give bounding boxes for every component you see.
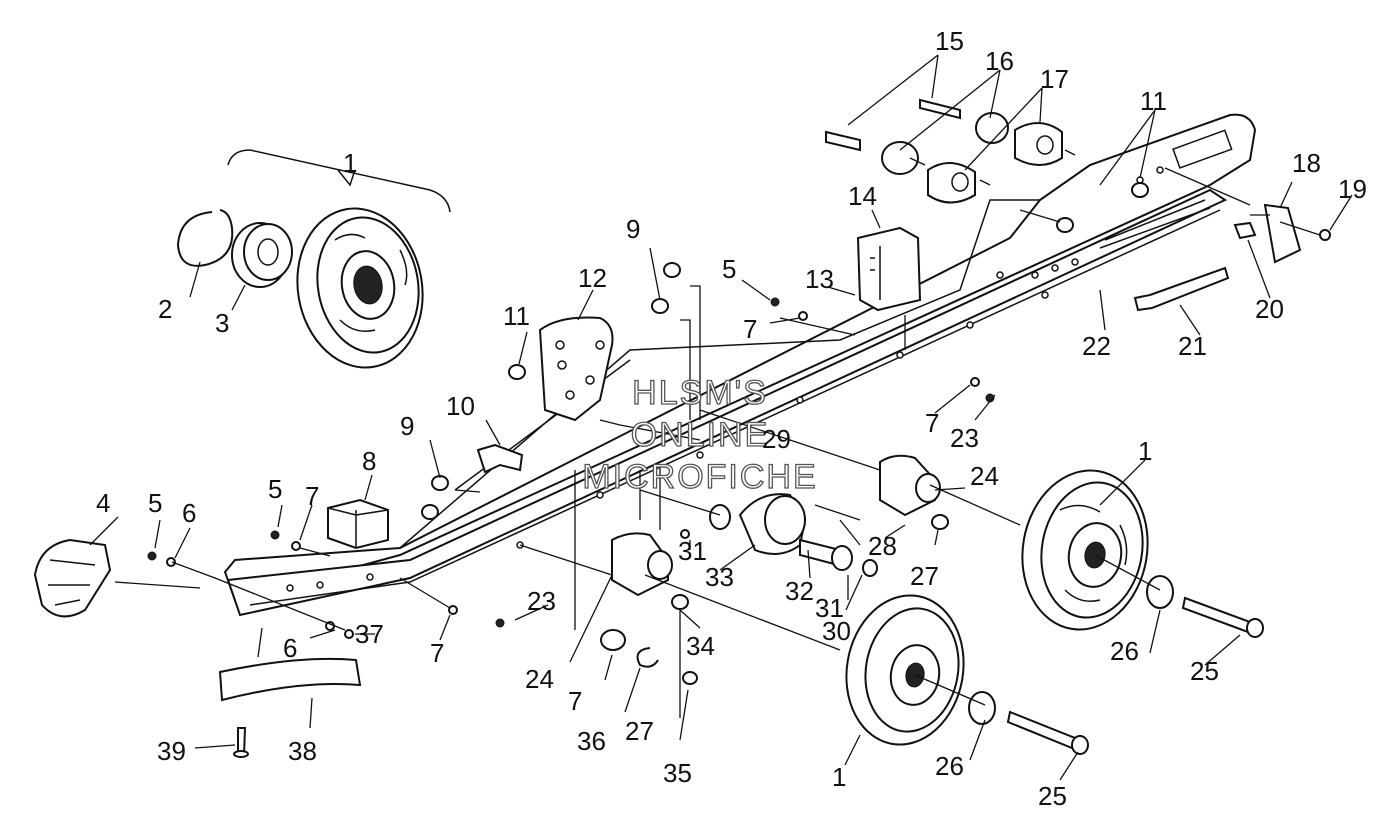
shock-mount-left <box>611 532 673 597</box>
callout-5: 5 <box>148 488 162 518</box>
callout-35: 35 <box>663 758 692 788</box>
watermark: HLSM'S ONLINE MICROFICHE <box>582 373 817 496</box>
callout-26: 26 <box>1110 636 1139 666</box>
callout-25: 25 <box>1038 781 1067 811</box>
callout-36: 36 <box>577 726 606 756</box>
callout-39: 39 <box>157 736 186 766</box>
callout-37: 37 <box>355 619 384 649</box>
idler-wheel-lower-right <box>1021 469 1149 631</box>
callout-26: 26 <box>935 751 964 781</box>
callout-28: 28 <box>868 531 897 561</box>
callout-4: 4 <box>96 488 110 518</box>
mount-bracket <box>538 316 614 422</box>
callout-38: 38 <box>288 736 317 766</box>
callout-34: 34 <box>686 631 715 661</box>
bearing <box>231 222 293 288</box>
callout-1: 1 <box>343 148 357 178</box>
retaining-ring <box>176 209 234 267</box>
callout-2: 2 <box>158 294 172 324</box>
callout-27: 27 <box>625 716 654 746</box>
callout-21: 21 <box>1178 331 1207 361</box>
watermark-line-2: ONLINE <box>631 416 770 454</box>
callout-20: 20 <box>1255 294 1284 324</box>
shock-mount-right <box>879 454 941 517</box>
callout-19: 19 <box>1338 174 1367 204</box>
axle-bolts <box>968 575 1264 755</box>
callout-30: 30 <box>822 616 851 646</box>
rail-holes <box>286 166 1164 592</box>
callout-13: 13 <box>805 264 834 294</box>
callout-9: 9 <box>626 214 640 244</box>
limiter-bracket <box>856 226 922 312</box>
callout-3: 3 <box>215 308 229 338</box>
clip-bracket <box>476 443 524 474</box>
callout-24: 24 <box>525 664 554 694</box>
rear-hardware <box>1133 203 1331 312</box>
callout-18: 18 <box>1292 148 1321 178</box>
rail-tip <box>33 538 112 618</box>
callout-22: 22 <box>1082 331 1111 361</box>
callout-10: 10 <box>446 391 475 421</box>
callout-9: 9 <box>400 411 414 441</box>
callout-24: 24 <box>970 461 999 491</box>
callout-7: 7 <box>430 638 444 668</box>
callout-12: 12 <box>578 263 607 293</box>
callout-7: 7 <box>925 408 939 438</box>
callout-32: 32 <box>785 576 814 606</box>
callout-27: 27 <box>910 561 939 591</box>
callout-17: 17 <box>1040 64 1069 94</box>
callout-8: 8 <box>362 446 376 476</box>
callout-23: 23 <box>527 586 556 616</box>
callout-31: 31 <box>678 536 707 566</box>
callout-1: 1 <box>1138 436 1152 466</box>
callout-25: 25 <box>1190 656 1219 686</box>
rivet <box>233 727 249 758</box>
callout-11: 11 <box>503 301 530 331</box>
upper-hardware <box>825 98 1063 204</box>
callout-23: 23 <box>950 423 979 453</box>
callout-16: 16 <box>985 46 1014 76</box>
callout-6: 6 <box>182 498 196 528</box>
idler-wheel-lower-center <box>845 594 965 746</box>
callout-11: 11 <box>1140 86 1167 116</box>
callout-7: 7 <box>568 686 582 716</box>
callout-29: 29 <box>762 424 791 454</box>
callout-6: 6 <box>283 633 297 663</box>
wear-strip <box>218 657 362 702</box>
small-fasteners <box>147 182 1149 685</box>
assembly-lines <box>114 149 1321 706</box>
callout-7: 7 <box>743 314 757 344</box>
callout-5: 5 <box>268 474 282 504</box>
callout-numbers: 1 2 3 4 5 6 5 7 8 9 10 11 12 9 5 7 13 14… <box>96 26 1367 811</box>
block <box>327 498 389 550</box>
callout-33: 33 <box>705 562 734 592</box>
callout-7: 7 <box>305 481 319 511</box>
watermark-line-3: MICROFICHE <box>582 458 817 496</box>
callout-15: 15 <box>935 26 964 56</box>
watermark-line-1: HLSM'S <box>632 374 768 412</box>
cam-assembly <box>709 493 853 571</box>
callout-5: 5 <box>722 254 736 284</box>
callout-1: 1 <box>832 762 846 792</box>
callout-14: 14 <box>848 181 877 211</box>
leader-lines <box>89 54 1353 781</box>
idler-wheel-top-left <box>227 149 451 369</box>
callout-31: 31 <box>815 593 844 623</box>
